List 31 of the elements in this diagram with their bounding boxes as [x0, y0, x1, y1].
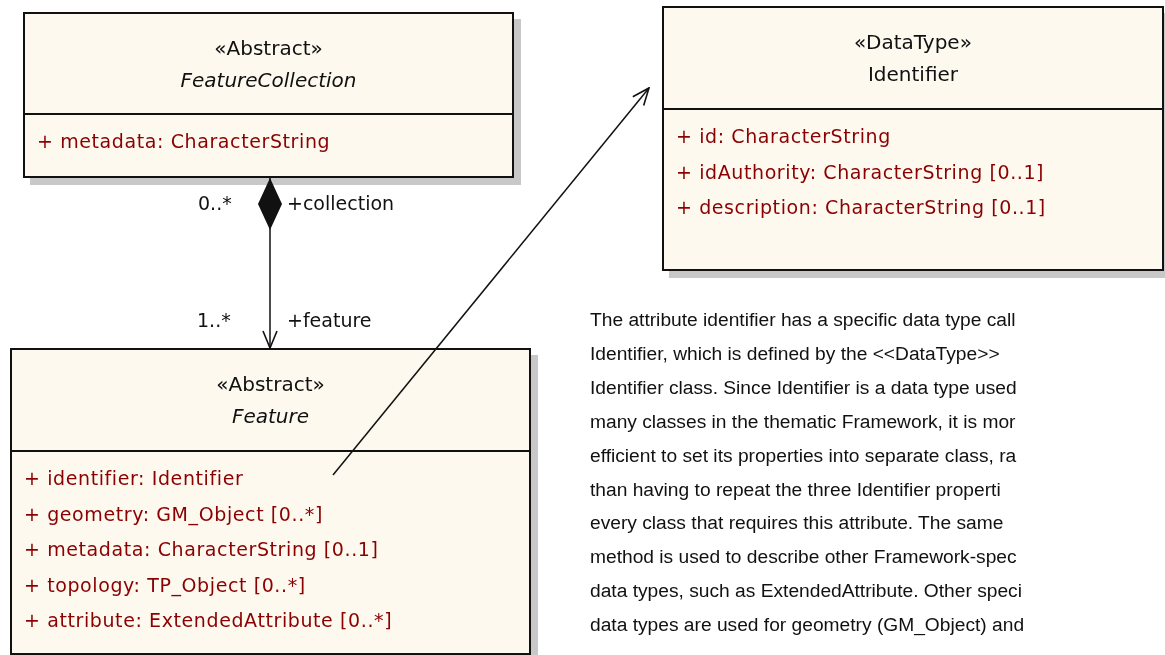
attribute-row-text: + topology: TP_Object [0..*]: [24, 572, 306, 599]
arrow: [332, 87, 650, 476]
text-line: Identifier class. Since Identifier is a data type used: [590, 376, 1017, 399]
attribute-row-text: + metadata: CharacterString: [37, 129, 331, 154]
attribute-row-text: + metadata: CharacterString [0..1]: [24, 537, 379, 563]
attribute-row-text: + idAuthority: CharacterString [0..1]: [676, 159, 1045, 185]
text-line: method is used to describe other Framework-spec: [590, 546, 1017, 569]
text-line: efficient to set its properties into separate class, ra: [590, 444, 1017, 467]
stereotype-label: «Abstract»: [216, 371, 325, 398]
composition-arrow: [258, 177, 282, 349]
text-line: every class that requires this attribute. The same: [590, 512, 1004, 535]
attribute-row-text: + id: CharacterString: [676, 124, 891, 149]
text-line: Identifier, which is defined by the <<DataType>>: [590, 342, 1000, 365]
text-line: many classes in the thematic Framework, it is mor: [590, 410, 1016, 433]
multiplicity-label: 0..*: [198, 192, 232, 214]
stereotype-label: «Abstract»: [214, 34, 323, 62]
multiplicity-label: 1..*: [197, 309, 231, 331]
role-label: +collection: [287, 192, 395, 214]
text-line: The attribute identifier has a specific data type call: [590, 309, 1016, 331]
class-name: FeatureCollection: [180, 66, 357, 94]
attribute-row-text: + identifier: Identifier: [24, 466, 244, 491]
attribute-row-text: + description: CharacterString [0..1]: [676, 195, 1046, 221]
stereotype-label: «DataType»: [854, 29, 972, 56]
class-name: Identifier: [867, 61, 959, 88]
attribute-row-text: + attribute: ExtendedAttribute [0..*]: [24, 608, 393, 634]
text-line: data types, such as ExtendedAttribute. Other speci: [590, 580, 1022, 603]
text-line: than having to repeat the three Identifier properti: [590, 478, 1001, 501]
text-line: data types are used for geometry (GM_Object) and: [590, 614, 1025, 637]
class-name: Feature: [231, 403, 310, 430]
role-label: +feature: [287, 309, 372, 331]
attribute-row-text: + geometry: GM_Object [0..*]: [24, 501, 323, 528]
